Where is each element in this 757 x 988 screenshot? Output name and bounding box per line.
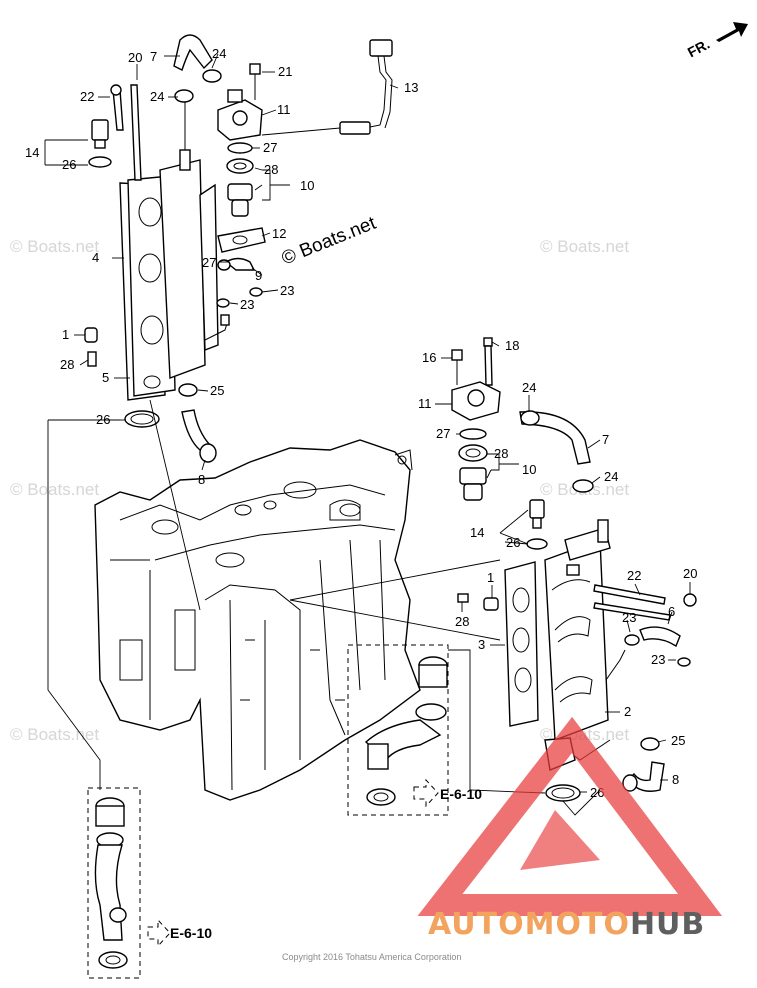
leader-lines bbox=[44, 53, 691, 816]
callout-2: 2 bbox=[624, 704, 631, 719]
watermark: © Boats.net bbox=[540, 237, 629, 256]
reference-arrows bbox=[147, 778, 439, 948]
triangle-logo-inner-icon bbox=[520, 810, 600, 870]
callout-19: 21 bbox=[278, 64, 292, 79]
callout-8: 8 bbox=[198, 472, 205, 487]
watermark: © Boats.net bbox=[10, 237, 99, 256]
callout-21: 23 bbox=[280, 283, 294, 298]
callout-28: 28 bbox=[264, 162, 278, 177]
callout-20: 22 bbox=[80, 89, 94, 104]
lower-left-subassembly bbox=[87, 787, 141, 979]
callout-12: 12 bbox=[272, 226, 286, 241]
callout-21: 23 bbox=[651, 652, 665, 667]
callout-7: 7 bbox=[602, 432, 609, 447]
front-arrow-icon bbox=[716, 22, 748, 42]
callout-22: 24 bbox=[150, 89, 164, 104]
callout-21: 23 bbox=[622, 610, 636, 625]
callout-9: 9 bbox=[255, 268, 262, 283]
callout-6: 6 bbox=[668, 604, 675, 619]
right-manifold-assembly bbox=[451, 337, 697, 802]
copyright-notice: Copyright 2016 Tohatsu America Corporati… bbox=[282, 952, 461, 962]
cover-12 bbox=[217, 227, 266, 253]
lower-center-subassembly bbox=[347, 644, 449, 816]
callout-26: 27 bbox=[202, 255, 216, 270]
left-manifold-assembly bbox=[84, 34, 393, 463]
callout-13: 13 bbox=[404, 80, 418, 95]
callout-14: 14 bbox=[25, 145, 39, 160]
callout-21: 23 bbox=[240, 297, 254, 312]
callout-25: 26 bbox=[62, 157, 76, 172]
callout-28: 28 bbox=[494, 446, 508, 461]
callout-27: 28 bbox=[60, 357, 74, 372]
callout-27: 28 bbox=[455, 614, 469, 629]
callout-11: 11 bbox=[418, 396, 432, 411]
callout-7: 7 bbox=[150, 49, 157, 64]
washer-25 bbox=[88, 156, 112, 168]
callout-22: 24 bbox=[522, 380, 536, 395]
callout-1: 1 bbox=[62, 327, 69, 342]
callout-14: 14 bbox=[470, 525, 484, 540]
watermark-main: © Boats.net bbox=[279, 212, 380, 269]
callout-25: 26 bbox=[506, 535, 520, 550]
front-label: FR. bbox=[685, 36, 712, 61]
callout-10: 10 bbox=[522, 462, 536, 477]
callout-1: 1 bbox=[487, 570, 494, 585]
triangle-logo-icon bbox=[417, 716, 723, 916]
callout-11: 11 bbox=[277, 102, 291, 117]
callout-22: 24 bbox=[212, 46, 226, 61]
front-direction-indicator: FR. bbox=[685, 22, 748, 60]
callout-4: 4 bbox=[92, 250, 99, 265]
callout-labels: 7 20 24 21 22 24 11 13 14 26 27 28 10 12… bbox=[25, 46, 697, 800]
hose-7 bbox=[173, 34, 213, 71]
callout-17: 20 bbox=[683, 566, 697, 581]
reference-label: E-6-10 bbox=[440, 786, 482, 802]
reference-label: E-6-10 bbox=[170, 925, 212, 941]
callout-18: 18 bbox=[505, 338, 519, 353]
engine-block bbox=[94, 439, 421, 801]
callout-8: 8 bbox=[672, 772, 679, 787]
callout-20: 22 bbox=[627, 568, 641, 583]
callout-26: 27 bbox=[263, 140, 277, 155]
callout-26: 27 bbox=[436, 426, 450, 441]
brand-wordmark: AUTOMOTOHUB bbox=[428, 907, 705, 942]
callout-5: 5 bbox=[102, 370, 109, 385]
callout-10: 10 bbox=[300, 178, 314, 193]
sensor-14 bbox=[91, 119, 109, 141]
callout-23: 25 bbox=[671, 733, 685, 748]
brand-logo bbox=[417, 716, 723, 916]
gasket-3 bbox=[504, 561, 539, 727]
callout-16: 16 bbox=[422, 350, 436, 365]
oring-24 bbox=[124, 410, 160, 428]
callout-24: 26 bbox=[96, 412, 110, 427]
callout-22: 24 bbox=[604, 469, 618, 484]
watermark: © Boats.net bbox=[10, 480, 99, 499]
callout-23: 25 bbox=[210, 383, 224, 398]
callout-17: 20 bbox=[128, 50, 142, 65]
sender-13 bbox=[369, 39, 393, 57]
callout-3: 3 bbox=[478, 637, 485, 652]
